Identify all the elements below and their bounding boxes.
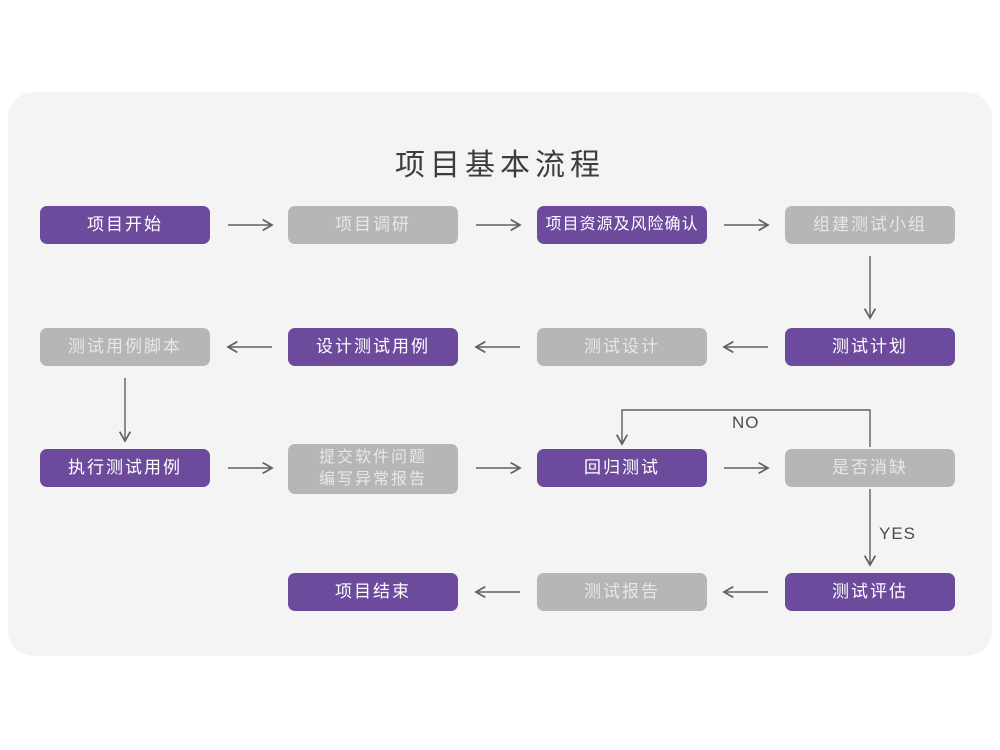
flow-node-execute-test-cases: 执行测试用例 xyxy=(40,449,210,487)
flow-node-project-end: 项目结束 xyxy=(288,573,458,611)
flow-node-build-test-team: 组建测试小组 xyxy=(785,206,955,244)
flow-node-defect-cleared: 是否消缺 xyxy=(785,449,955,487)
edge-label-yes: YES xyxy=(879,524,917,543)
flow-node-resource-risk: 项目资源及风险确认 xyxy=(537,206,707,244)
flow-node-test-report: 测试报告 xyxy=(537,573,707,611)
flow-node-project-research: 项目调研 xyxy=(288,206,458,244)
flow-node-test-design: 测试设计 xyxy=(537,328,707,366)
flow-node-submit-issues-report: 提交软件问题 编写异常报告 xyxy=(288,444,458,494)
page-title: 项目基本流程 xyxy=(395,149,605,182)
flowchart-card xyxy=(8,92,992,656)
flow-node-test-case-scripts: 测试用例脚本 xyxy=(40,328,210,366)
flow-node-regression-test: 回归测试 xyxy=(537,449,707,487)
edge-label-no: NO xyxy=(732,413,760,432)
flow-node-design-test-cases: 设计测试用例 xyxy=(288,328,458,366)
flow-node-test-evaluation: 测试评估 xyxy=(785,573,955,611)
flow-node-test-plan: 测试计划 xyxy=(785,328,955,366)
flow-node-project-start: 项目开始 xyxy=(40,206,210,244)
